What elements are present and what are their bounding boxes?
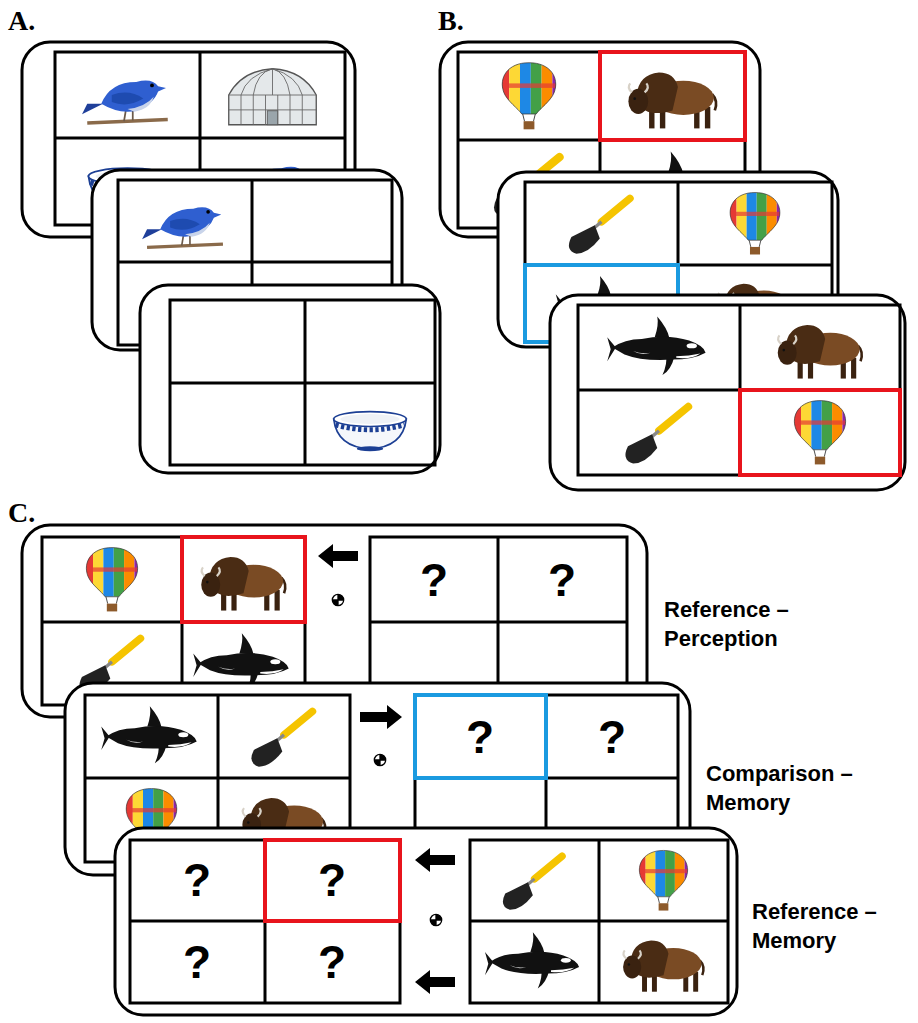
grid-frame	[470, 840, 728, 1003]
bison-picture	[778, 325, 862, 378]
question-mark: ?	[466, 714, 494, 760]
bird-picture	[142, 207, 223, 247]
direction-arrow	[415, 848, 455, 872]
comparison-highlight	[415, 695, 546, 778]
condition-label: Reference – Memory	[752, 898, 907, 955]
question-mark: ?	[598, 714, 626, 760]
question-mark: ?	[318, 857, 346, 903]
grid-lines	[578, 305, 900, 475]
grid-lines	[130, 840, 400, 1003]
bison-picture	[628, 73, 716, 129]
question-mark: ?	[548, 557, 576, 603]
question-mark: ?	[183, 939, 211, 985]
trowel-picture	[569, 198, 630, 253]
card-frame	[550, 295, 905, 490]
balloon-picture	[83, 545, 145, 611]
card-frame	[115, 828, 737, 1015]
target-highlight	[600, 52, 745, 140]
greenhouse-picture	[229, 69, 317, 125]
condition-label: Reference – Perception	[664, 596, 824, 653]
balloon-picture	[791, 398, 853, 464]
grid-frame	[42, 537, 305, 705]
direction-arrow	[415, 970, 455, 994]
balloon-picture	[498, 60, 563, 129]
orca-picture	[485, 932, 579, 988]
target-highlight	[265, 840, 400, 921]
task-card	[550, 295, 905, 490]
grid-frame	[370, 537, 627, 705]
trowel-picture	[503, 856, 562, 910]
panel-letter: A.	[8, 6, 35, 37]
bird-picture	[82, 80, 168, 123]
trowel-picture	[251, 711, 312, 766]
condition-label: Comparison – Memory	[706, 760, 876, 817]
question-mark: ?	[318, 939, 346, 985]
grid-lines	[42, 537, 305, 705]
trowel-picture	[625, 407, 688, 464]
bowl-picture	[334, 412, 407, 452]
grid-frame	[170, 300, 435, 465]
card-frame	[140, 285, 440, 473]
orca-picture	[607, 316, 705, 375]
grid-lines	[470, 840, 728, 1003]
question-mark: ?	[420, 557, 448, 603]
panel-letter: C.	[8, 498, 35, 529]
question-mark: ?	[183, 857, 211, 903]
bison-picture	[623, 941, 703, 992]
fixation-cross	[332, 594, 343, 605]
task-card	[115, 828, 737, 1015]
target-highlight	[182, 537, 305, 622]
balloon-picture	[636, 848, 695, 911]
panel-letter: B.	[438, 6, 464, 37]
task-card	[140, 285, 440, 473]
grid-frame	[130, 840, 400, 1003]
bison-picture	[201, 557, 285, 610]
target-highlight	[740, 390, 900, 475]
grid-lines	[370, 537, 627, 705]
grid-frame	[578, 305, 900, 475]
grid-lines	[170, 300, 435, 465]
fixation-cross	[430, 914, 441, 925]
direction-arrow	[318, 544, 358, 568]
balloon-picture	[727, 190, 787, 254]
fixation-cross	[374, 754, 385, 765]
orca-picture	[101, 706, 196, 763]
direction-arrow	[360, 705, 402, 729]
